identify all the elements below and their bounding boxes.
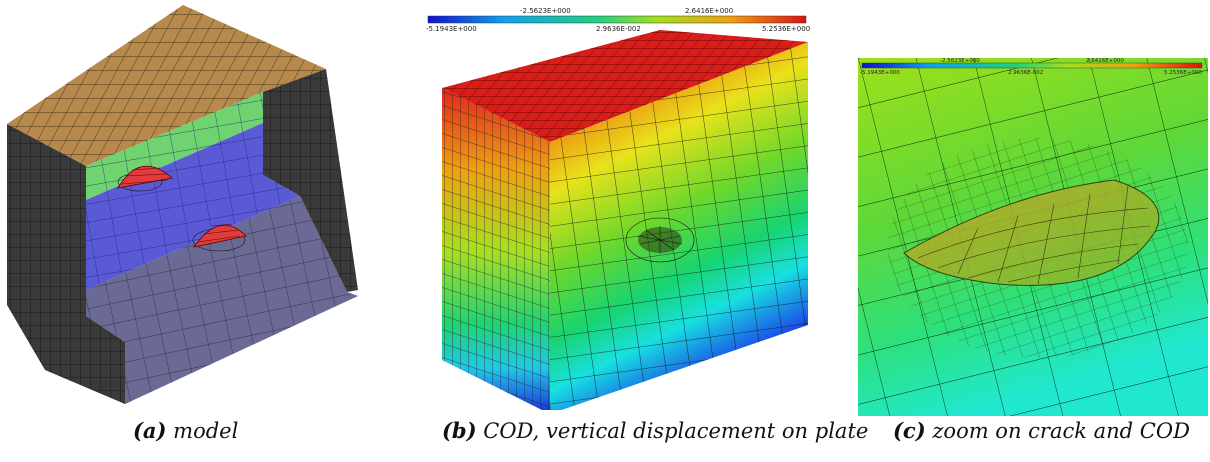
cod-plate-colorbar-top-label: -2.5623E+000 [520, 7, 571, 15]
caption-tag: (c) [893, 418, 926, 443]
model-crack-upper [117, 165, 173, 192]
crack-zoom-colorbar: -2.5623E+000 2.6416E+000 -5.1943E+000 2.… [860, 58, 1202, 76]
caption-cod-plate: (b) COD, vertical displacement on plate [442, 418, 868, 443]
cod-plate-figure: -2.5623E+000 2.6416E+000 -5.1943E+000 2.… [426, 7, 810, 410]
crack-zoom-colorbar-top-label: 2.6416E+000 [1086, 58, 1124, 64]
caption-crack-zoom: (c) zoom on crack and COD [893, 418, 1190, 443]
cod-plate-colorbar-bottom-label: 5.2536E+000 [762, 25, 810, 33]
crack-zoom-colorbar-bottom-label: -5.1943E+000 [860, 70, 900, 76]
model-crack-lower [192, 223, 247, 252]
cod-plate-side-face [442, 88, 550, 410]
model-figure [7, 5, 358, 404]
crack-zoom-colorbar-top-label: -2.5623E+000 [940, 58, 980, 64]
model-left-face [7, 124, 125, 404]
caption-text: zoom on crack and COD [932, 419, 1190, 443]
cod-plate-colorbar-bottom-label: 2.9636E-002 [596, 25, 641, 33]
crack-zoom-crack [903, 179, 1160, 286]
crack-zoom-colorbar-bottom-label: 5.2536E+000 [1164, 70, 1202, 76]
caption-text: COD, vertical displacement on plate [483, 419, 869, 443]
caption-text: model [173, 419, 239, 443]
cod-plate-colorbar: -2.5623E+000 2.6416E+000 -5.1943E+000 2.… [426, 7, 810, 33]
caption-tag: (b) [442, 418, 477, 443]
model-top-face [7, 5, 326, 166]
cod-plate-front-face [550, 42, 808, 410]
caption-tag: (a) [133, 418, 167, 443]
model-front-face [86, 196, 358, 404]
model-right-face [263, 69, 358, 292]
crack-zoom-figure: -2.5623E+000 2.6416E+000 -5.1943E+000 2.… [858, 58, 1208, 416]
caption-model: (a) model [133, 418, 238, 443]
cod-plate-colorbar-bottom-label: -5.1943E+000 [426, 25, 477, 33]
cod-plate-top-face [442, 30, 808, 142]
cod-plate-crack [625, 217, 695, 263]
crack-zoom-colorbar-bottom-label: 2.9636E-002 [1008, 70, 1043, 76]
model-cut-blue [86, 123, 300, 290]
cod-plate-colorbar-top-label: 2.6416E+000 [685, 7, 733, 15]
